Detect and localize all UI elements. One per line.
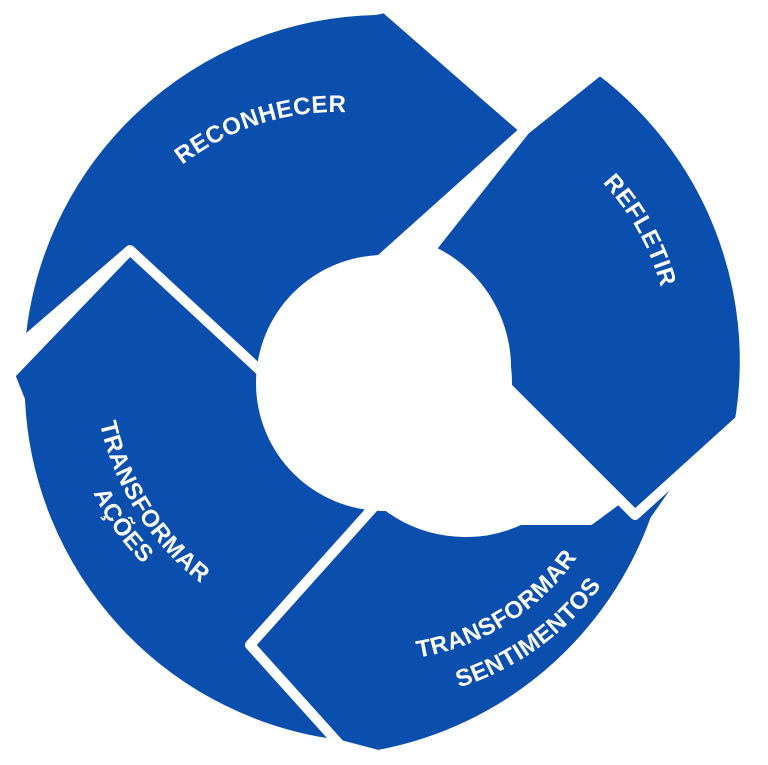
segment-refletir	[425, 65, 750, 520]
center-hole	[256, 255, 512, 511]
segment-transformar-sentimentos	[245, 415, 730, 760]
cycle-segments	[5, 3, 750, 760]
